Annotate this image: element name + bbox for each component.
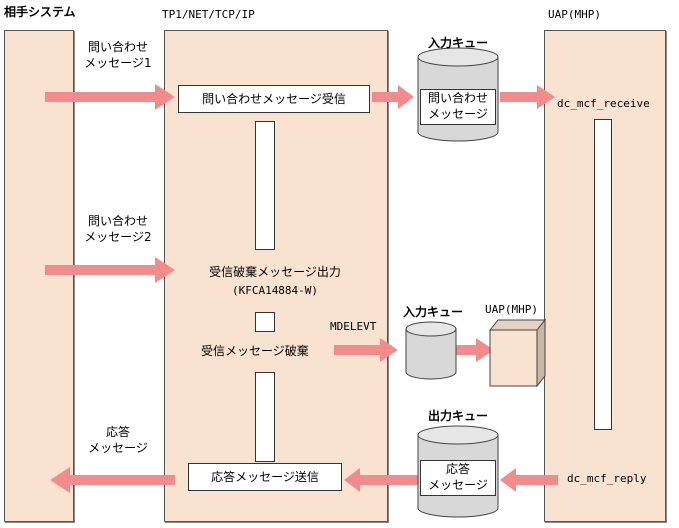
- mdelevt-label: MDELEVT: [330, 320, 377, 333]
- receive-inquiry-label: 問い合わせメッセージ受信: [202, 92, 346, 106]
- queue-message-label-3: 応答 メッセージ: [428, 462, 488, 492]
- input-queue-title-1: 入力キュー: [427, 36, 488, 50]
- queue-message-label-1: 問い合わせ メッセージ: [427, 91, 488, 121]
- discard-output-label: 受信破棄メッセージ出力: [209, 265, 341, 279]
- tp1-activation-bar: [255, 312, 275, 332]
- send-response-box: [188, 463, 342, 491]
- receive-inquiry-box: [178, 85, 370, 113]
- tp1-title: TP1/NET/TCP/IP: [162, 8, 255, 21]
- send-response-label: 応答メッセージ送信: [211, 470, 319, 484]
- uap-title: UAP(MHP): [548, 8, 601, 21]
- arrow-to-uap-box: [456, 338, 494, 362]
- tp1-activation-bar: [255, 121, 275, 250]
- inquiry-message-2-label: 問い合わせ メッセージ2: [84, 214, 152, 244]
- tp1-activation-bar: [255, 372, 275, 462]
- discard-label: 受信メッセージ破棄: [201, 344, 309, 358]
- inquiry-message-1-label: 問い合わせ メッセージ1: [84, 40, 152, 70]
- queue-message-box-3: [420, 460, 496, 496]
- uap-activation-bar: [594, 119, 612, 430]
- dc-mcf-reply-label: dc_mcf_reply: [567, 471, 647, 487]
- queue-message-box-1: [420, 89, 496, 125]
- input-queue-cylinder-2: [405, 321, 457, 380]
- partner-system-title: 相手システム: [4, 5, 76, 19]
- partner-system-lane: [4, 30, 74, 522]
- message-id-label: (KFCA14884-W): [231, 284, 319, 297]
- dc-mcf-receive-label: dc_mcf_receive: [557, 96, 650, 112]
- input-queue-title-2: 入力キュー: [402, 305, 463, 319]
- response-message-label: 応答 メッセージ: [88, 425, 148, 455]
- output-queue-title: 出力キュー: [427, 409, 488, 423]
- uap-box-title: UAP(MHP): [485, 303, 538, 316]
- uap-3d-box: [488, 318, 547, 388]
